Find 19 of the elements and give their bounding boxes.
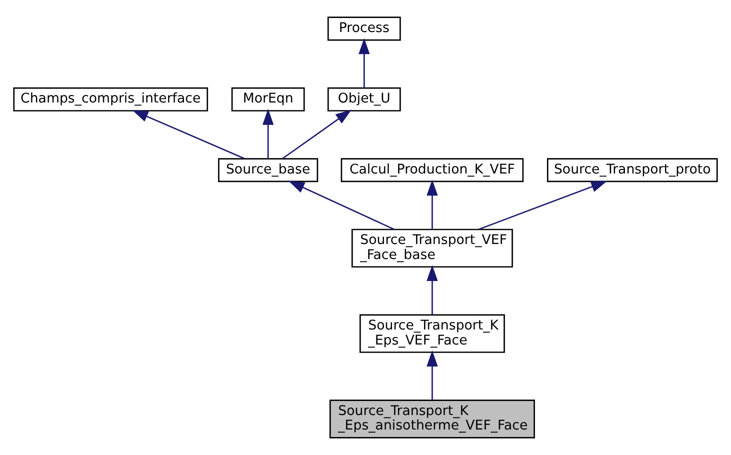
node-box: Source_Transport_proto [546,158,718,182]
node-box: MorEqn [231,87,305,112]
arrow [478,180,608,230]
arrow [426,350,438,400]
node-box: Source_Transport_K _Eps_anisotherme_VEF_Face [329,400,535,438]
node-box: Source_Transport_K _Eps_VEF_Face [360,314,505,353]
arrow [288,180,394,230]
node-box: Calcul_Production_K_VEF [340,158,524,182]
node-box: Source_base [218,158,318,182]
arrow [132,110,246,160]
arrow [426,265,438,315]
node-box: Source_Transport_VEF _Face_base [351,228,513,268]
node-box: Objet_U [327,87,401,112]
arrow [426,180,438,230]
arrow [282,110,352,160]
arrow [262,108,274,159]
node-box: Process [327,16,401,41]
arrow [358,38,370,88]
node-box: Champs_compris_interface [13,87,208,112]
